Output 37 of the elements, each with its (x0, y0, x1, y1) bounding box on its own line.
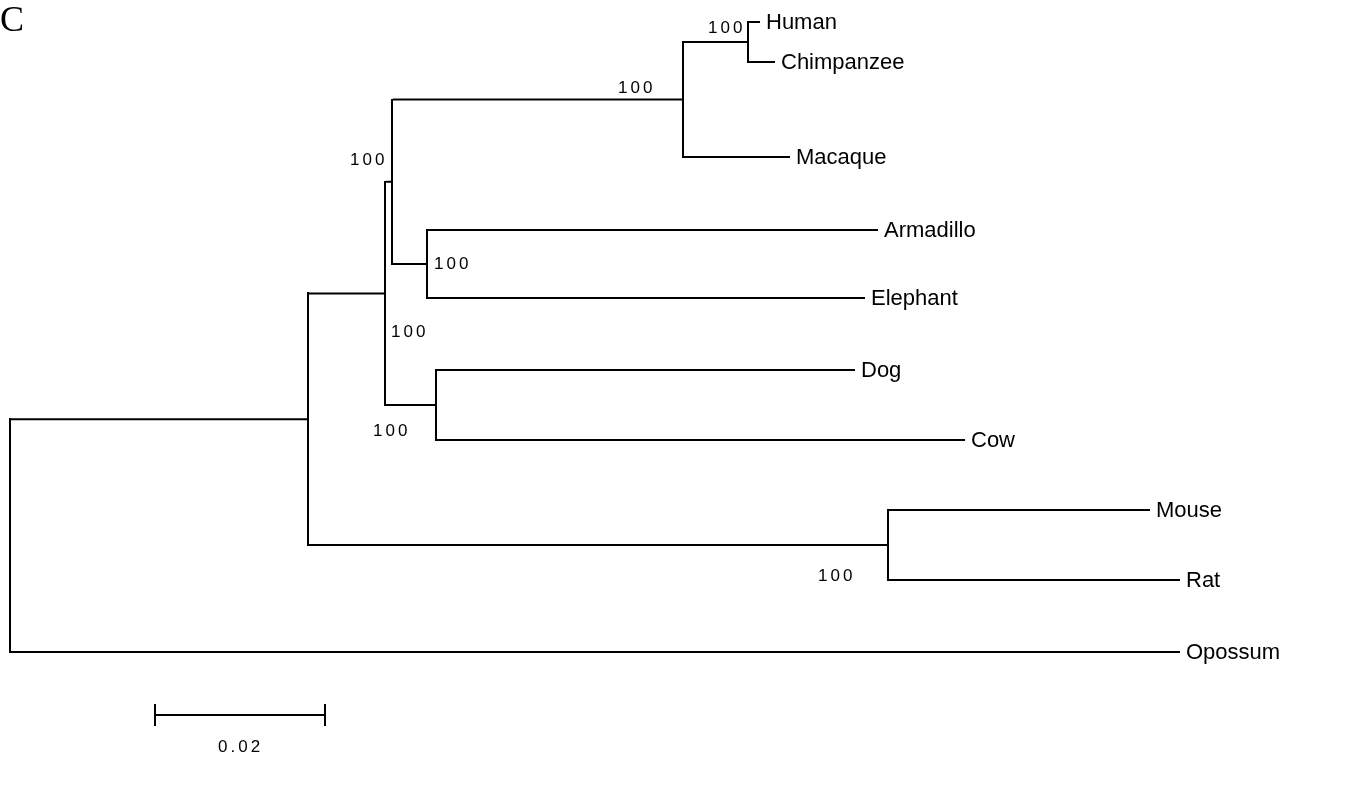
taxon-label: Rat (1180, 566, 1221, 594)
scale-value: 0.02 (218, 738, 264, 757)
tree-branch (385, 404, 436, 406)
taxon-label: Macaque (790, 143, 887, 171)
tree-branch (392, 98, 683, 101)
taxon-label: Opossum (1180, 638, 1281, 666)
taxon-label: Dog (855, 356, 902, 384)
taxon-label: Armadillo (878, 216, 976, 244)
bootstrap-value: 100 (373, 421, 411, 441)
bootstrap-value: 100 (618, 78, 656, 98)
tree-branch (308, 292, 385, 295)
tree-branch (436, 439, 966, 441)
tree-branch (427, 297, 866, 299)
bootstrap-value: 100 (434, 254, 472, 274)
taxon-label: Elephant (865, 284, 958, 312)
tree-branch (683, 41, 748, 43)
bootstrap-value: 100 (350, 150, 388, 170)
tree-branch (748, 21, 761, 23)
taxon-label: Chimpanzee (775, 48, 905, 76)
tree-branch (683, 156, 791, 158)
tree-branch (308, 544, 888, 546)
tree-branch (888, 579, 1181, 581)
bootstrap-value: 100 (391, 322, 429, 342)
bootstrap-value: 100 (708, 18, 746, 38)
taxon-label: Cow (965, 426, 1015, 454)
panel-letter: C (0, 0, 24, 40)
tree-branch (385, 180, 392, 183)
taxon-label: Mouse (1150, 496, 1223, 524)
bootstrap-value: 100 (818, 566, 856, 586)
tree-branch (427, 229, 879, 231)
tree-branch (888, 509, 1151, 511)
tree-branch (748, 61, 776, 63)
tree-branch (392, 263, 427, 265)
tree-branch (10, 418, 308, 421)
tree-branch (436, 369, 856, 371)
taxon-label: Human (760, 8, 837, 36)
tree-branch (10, 651, 1181, 653)
